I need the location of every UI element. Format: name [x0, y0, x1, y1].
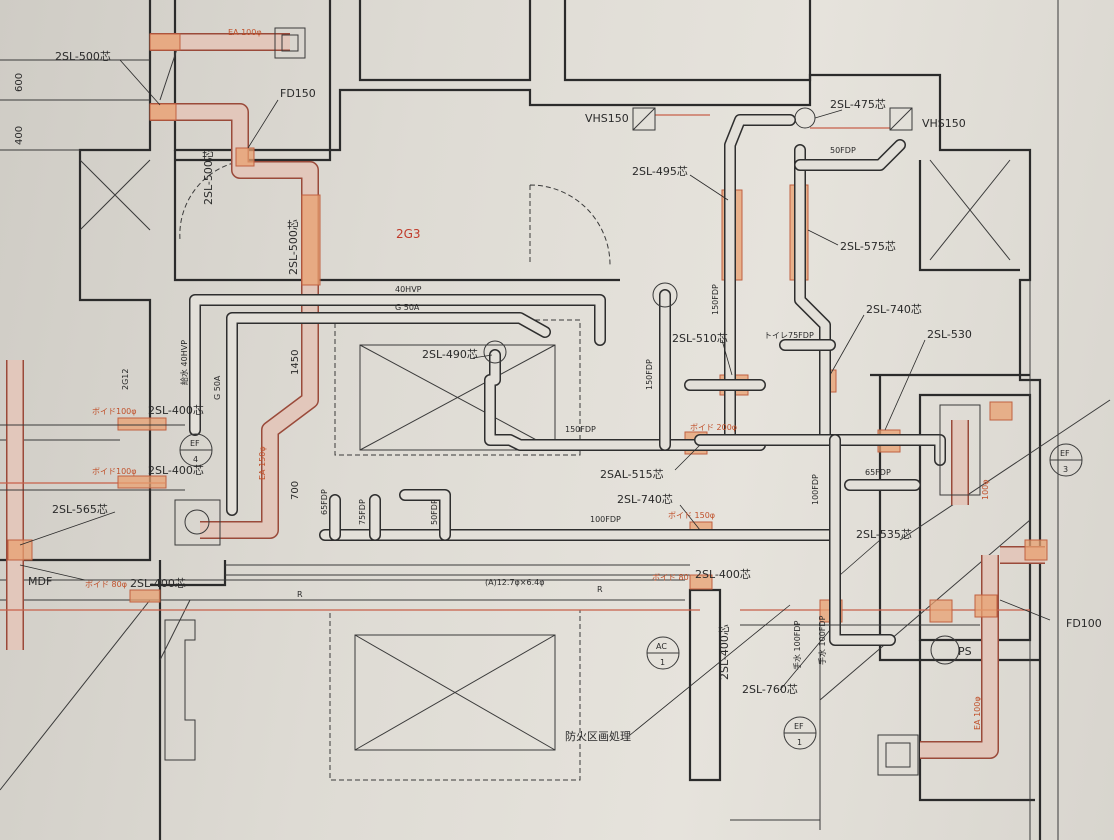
dim-600: 600 [14, 73, 25, 92]
cable-label: (A)12.7φ×6.4φ [485, 578, 545, 587]
sleeve-label-575: 2SL-575芯 [840, 239, 896, 253]
fire-note: 防火区画処理 [565, 729, 631, 743]
ps-label: PS [958, 645, 972, 658]
callouts [179, 433, 1083, 750]
ef1-label: EF [794, 722, 804, 731]
pipe-65fdp-r: 65FDP [865, 468, 891, 477]
ef3-num: 3 [1063, 465, 1068, 474]
pipe-150fdp-v: 150FDP [645, 359, 654, 390]
pipe-50fdp-top: 50FDP [830, 146, 856, 155]
sleeve-label-1: 2SL-500芯 [55, 49, 111, 63]
sleeve-label-490: 2SL-490芯 [422, 347, 478, 361]
fd150-label: FD150 [280, 87, 316, 100]
pipe-150fdp-v2: 150FDP [711, 284, 720, 315]
room-name: 2G3 [396, 227, 421, 241]
sleeve-label-400d: 2SL-400芯 [695, 567, 751, 581]
pipe-150fdp: 150FDP [565, 425, 596, 434]
sleeve-label-2: 2SL-500芯 [201, 149, 215, 205]
d100-label: 100φ [981, 479, 990, 500]
text-labels: 2SL-500芯 2SL-500芯 2SL-500芯 2SL-475芯 2SL-… [14, 28, 1102, 747]
sleeve-label-400a: 2SL-400芯 [148, 403, 204, 417]
sleeve-label-535: 2SL-535芯 [856, 527, 912, 541]
dim-700: 700 [290, 481, 301, 500]
ea-100-right: EA 100φ [973, 696, 982, 730]
pipe-g50a-v: G 50A [213, 375, 222, 400]
sleeve-label-515: 2SAL-515芯 [600, 467, 664, 481]
vhs-right: VHS150 [922, 117, 966, 130]
pipe-g50a: G 50A [395, 303, 420, 312]
void-150: ボイド 150φ [668, 511, 715, 520]
sleeve-label-760: 2SL-760芯 [742, 682, 798, 696]
sleeve-label-400e: 2SL-400芯 [717, 624, 731, 680]
pipe-65fdp: 65FDP [320, 489, 329, 515]
mdf-label: MDF [28, 575, 52, 588]
wash-label-2: 手水 100FDP [817, 615, 827, 665]
ac1-num: 1 [660, 658, 665, 667]
vhs-left: VHS150 [585, 112, 629, 125]
dim-400: 400 [14, 126, 25, 145]
ef1-num: 1 [797, 738, 802, 747]
pipe-100fdp: 100FDP [590, 515, 621, 524]
room-2g12: 2G12 [121, 369, 130, 390]
sleeve-label-495: 2SL-495芯 [632, 164, 688, 178]
ac1-label: AC [656, 642, 667, 651]
sleeve-label-740a: 2SL-740芯 [866, 302, 922, 316]
pipe-40hvp: 40HVP [395, 285, 422, 294]
dim-1450: 1450 [290, 350, 301, 375]
sleeve-label-530: 2SL-530 [927, 328, 972, 341]
r-label-2: R [597, 585, 603, 594]
ef4-label: EF [190, 439, 200, 448]
fd100-label: FD100 [1066, 617, 1102, 630]
ea-150: EA 150φ [258, 446, 267, 480]
sleeve-label-740b: 2SL-740芯 [617, 492, 673, 506]
pipe-75fdp: 75FDP [358, 499, 367, 525]
void-80b: ボイド 80 [652, 573, 689, 582]
ea-top: EA 100φ [228, 28, 262, 37]
pipe-water: 給水 40HVP [179, 340, 189, 385]
ef4-num: 4 [193, 455, 198, 464]
pipe-toilet: トイレ75FDP [764, 331, 814, 340]
sleeve-label-400b: 2SL-400芯 [148, 463, 204, 477]
void-200: ボイド 200φ [690, 423, 737, 432]
pipe-50fdp: 50FDP [430, 499, 439, 525]
wash-label: 手水 100FDP [792, 620, 802, 670]
void-100a: ボイド100φ [92, 407, 137, 416]
sleeve-label-510: 2SL-510芯 [672, 331, 728, 345]
sleeve-label-3: 2SL-500芯 [286, 219, 300, 275]
sleeve-label-400c: 2SL-400芯 [130, 576, 186, 590]
sleeve-label-565: 2SL-565芯 [52, 502, 108, 516]
leaders [19, 59, 1051, 736]
fixtures [174, 27, 981, 776]
dashed-frames [179, 159, 611, 781]
pipe-100fdp-v: 100FDP [811, 474, 820, 505]
sleeve-label-475: 2SL-475芯 [830, 97, 886, 111]
r-label-1: R [297, 590, 303, 599]
ef3-label: EF [1060, 449, 1070, 458]
void-80: ボイド 80φ [85, 580, 127, 589]
void-100b: ボイド100φ [92, 467, 137, 476]
